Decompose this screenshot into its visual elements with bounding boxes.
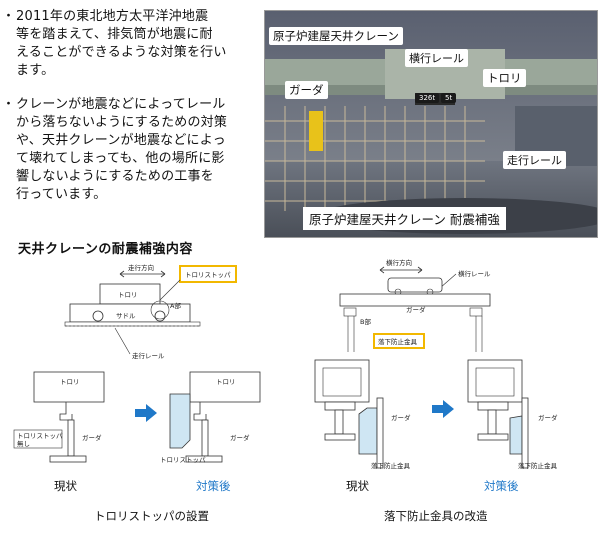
- detail-right-girder-label: ガーダ: [391, 413, 411, 422]
- photo-sign: 326t: [415, 93, 440, 103]
- fall-prevention-label: 落下防止金具: [378, 337, 418, 346]
- arrow-right-icon: [432, 400, 454, 418]
- stopper-after-diagram: トロリ トロリストッパ ガーダ: [160, 371, 261, 464]
- detail-trolley-label: トロリ: [60, 378, 80, 386]
- stopper-after-label: トロリストッパ: [160, 456, 206, 464]
- bullet-1-text: 2011年の東北地方太平洋沖地震 等を踏まえて、排気筒が地震に耐 えることができ…: [16, 9, 227, 78]
- label-trolley: トロリ: [483, 69, 526, 87]
- trolley-label: トロリ: [118, 291, 138, 299]
- detail-right-fall-label: 落下防止金具: [371, 461, 411, 470]
- crane-photo: 原子炉建屋天井クレーン 横行レール ガーダ トロリ 走行レール 326t 5t …: [264, 10, 598, 238]
- stopper-current-diagram: トロリ トロリストッパ 無し ガーダ: [13, 371, 105, 463]
- detail-girder-label: ガーダ: [82, 433, 102, 442]
- detail-right-fall-label-2: 落下防止金具: [518, 461, 558, 470]
- bullet-mark: ・: [2, 97, 16, 112]
- stopper-label: トロリストッパ: [185, 271, 231, 279]
- part-a-label: A部: [170, 301, 181, 310]
- photo-title: 原子炉建屋天井クレーン: [269, 27, 403, 45]
- part-b-label: B部: [360, 317, 371, 326]
- girder-overview-diagram: 横行方向 横行レール ガーダ B部 落下防止金具: [339, 258, 491, 352]
- bullet-2-text: クレーンが地震などによってレール から落ちないようにするための対策 や、天井クレ…: [16, 97, 228, 202]
- caption-current-left: 現状: [54, 479, 77, 493]
- stopper-none-line2: 無し: [17, 439, 30, 448]
- detail-girder-label-2: ガーダ: [230, 433, 250, 442]
- trolley-overview-diagram: 走行方向 トロリストッパ トロリ サドル A部 走行レール: [64, 263, 237, 360]
- photo-caption: 原子炉建屋天井クレーン 耐震補強: [303, 207, 506, 230]
- bullet-2: ・ クレーンが地震などによってレール から落ちないようにするための対策 や、天井…: [2, 96, 262, 204]
- detail-right-girder-label-2: ガーダ: [538, 413, 558, 422]
- caption-after-right: 対策後: [484, 479, 519, 493]
- fall-prevention-after-diagram: ガーダ 落下防止金具: [467, 359, 558, 470]
- lateral-rail-label: 横行レール: [458, 269, 491, 278]
- saddle-label: サドル: [116, 312, 136, 320]
- photo-sign-2: 5t: [441, 93, 457, 103]
- detail-trolley-label-2: トロリ: [216, 378, 236, 386]
- caption-current-right: 現状: [346, 479, 369, 493]
- fall-prevention-current-diagram: ガーダ 落下防止金具: [314, 359, 411, 470]
- label-travel-rail: 走行レール: [503, 151, 566, 169]
- arrow-right-icon: [135, 404, 157, 422]
- travel-rail-label: 走行レール: [132, 351, 165, 360]
- bullet-1: ・ 2011年の東北地方太平洋沖地震 等を踏まえて、排気筒が地震に耐 えることが…: [2, 8, 262, 80]
- caption-right-title: 落下防止金具の改造: [384, 509, 488, 523]
- label-lateral-rail: 横行レール: [405, 49, 468, 67]
- section-title: 天井クレーンの耐震補強内容: [18, 242, 193, 257]
- stopper-none-line1: トロリストッパ: [17, 432, 63, 440]
- caption-left-title: トロリストッパの設置: [94, 509, 209, 523]
- lateral-direction-label: 横行方向: [386, 258, 412, 267]
- girder-label: ガーダ: [406, 305, 426, 314]
- bullet-mark: ・: [2, 9, 16, 24]
- label-girder: ガーダ: [285, 81, 328, 99]
- direction-label: 走行方向: [128, 263, 154, 272]
- caption-after-left: 対策後: [196, 479, 231, 493]
